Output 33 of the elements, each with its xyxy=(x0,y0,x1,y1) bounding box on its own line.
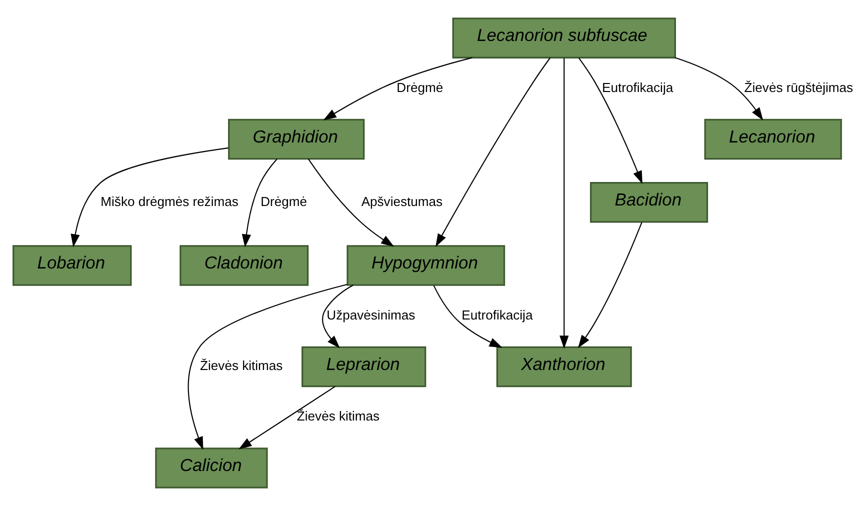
arrow xyxy=(435,58,550,247)
node-box: Leprarion xyxy=(301,346,426,388)
edge-label: Užpavėsinimas xyxy=(326,308,415,323)
edge-label: Miško drėgmės režimas xyxy=(100,194,238,209)
edge-label: Drėgmė xyxy=(260,194,307,209)
arrow xyxy=(187,284,347,450)
node-box: Bacidion xyxy=(589,182,708,223)
node-box: Lecanorion xyxy=(704,118,842,160)
arrow xyxy=(322,284,353,348)
arrow xyxy=(559,58,568,349)
node-box: Calicion xyxy=(154,448,268,488)
arrow xyxy=(322,57,472,120)
node-box: Hypogymnion xyxy=(346,245,505,286)
edge-label: Žievės rūgštėjimas xyxy=(744,80,853,96)
edge-label: Apšviestumas xyxy=(360,194,442,209)
node-box: Xanthorion xyxy=(496,346,632,388)
arrow xyxy=(70,147,228,248)
edge-label: Žievės kitimas xyxy=(296,408,380,424)
arrow xyxy=(432,285,502,348)
arrow xyxy=(241,158,277,248)
node-box: Cladonion xyxy=(179,245,308,286)
arrow xyxy=(674,57,763,121)
edge-label: Žievės kitimas xyxy=(200,358,282,374)
edge-label: Drėgmė xyxy=(396,80,443,96)
node-box: Graphidion xyxy=(228,118,364,160)
arrow xyxy=(238,386,335,450)
arrow xyxy=(307,158,394,247)
edge-label: Eutrofikacija xyxy=(602,80,673,96)
node-box: Lobarion xyxy=(12,245,132,286)
arrow xyxy=(578,58,642,184)
edge-label: Eutrofikacija xyxy=(461,308,532,323)
arrow xyxy=(577,222,642,348)
node-box: Lecanorion subfuscae xyxy=(452,18,676,58)
